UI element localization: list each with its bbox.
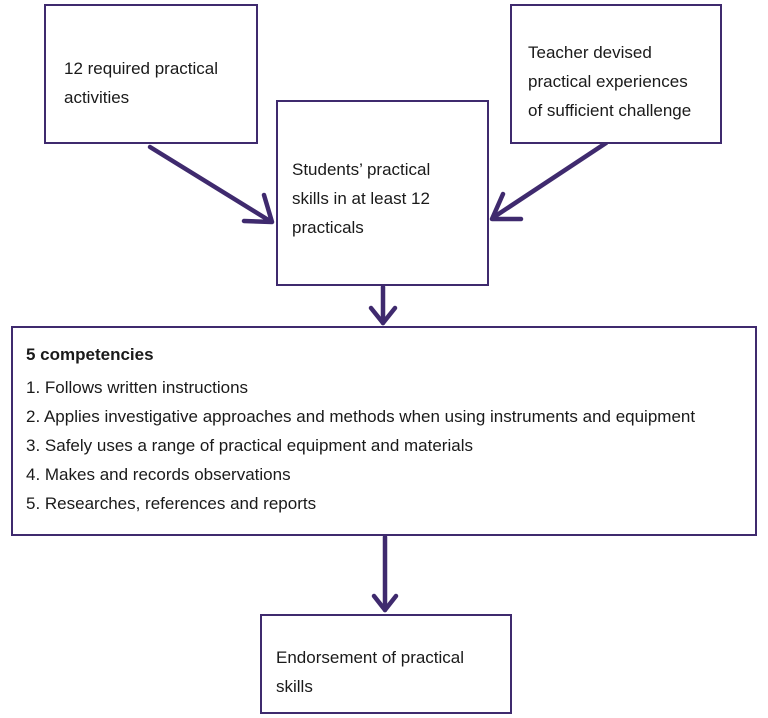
required-activities-box: 12 required practical activities xyxy=(44,4,258,144)
students-skills-text: Students’ practical skills in at least 1… xyxy=(292,160,431,237)
competency-item: 1. Follows written instructions xyxy=(26,378,249,397)
arrow-teacher-to-students xyxy=(491,140,609,220)
competency-item: 4. Makes and records observations xyxy=(26,465,291,484)
competencies-box: 5 competencies 1. Follows written instru… xyxy=(11,326,757,536)
competency-item: 5. Researches, references and reports xyxy=(26,494,317,513)
required-activities-text: 12 required practical activities xyxy=(64,59,219,107)
competency-item: 2. Applies investigative approaches and … xyxy=(26,407,696,426)
endorsement-box: Endorsement of practical skills xyxy=(260,614,512,714)
teacher-devised-box: Teacher devised practical experiences of… xyxy=(510,4,722,144)
arrowhead-teacher xyxy=(489,191,524,222)
arrowhead-students xyxy=(368,305,398,326)
competencies-list: 1. Follows written instructions 2. Appli… xyxy=(26,373,695,518)
endorsement-text: Endorsement of practical skills xyxy=(276,648,465,696)
arrowhead-competencies xyxy=(371,593,399,613)
arrowhead-required xyxy=(241,192,275,225)
students-skills-box: Students’ practical skills in at least 1… xyxy=(276,100,489,286)
competencies-title: 5 competencies xyxy=(26,345,154,364)
arrow-required-to-students xyxy=(147,144,273,224)
competency-item: 3. Safely uses a range of practical equi… xyxy=(26,436,473,455)
teacher-devised-text: Teacher devised practical experiences of… xyxy=(528,43,692,120)
